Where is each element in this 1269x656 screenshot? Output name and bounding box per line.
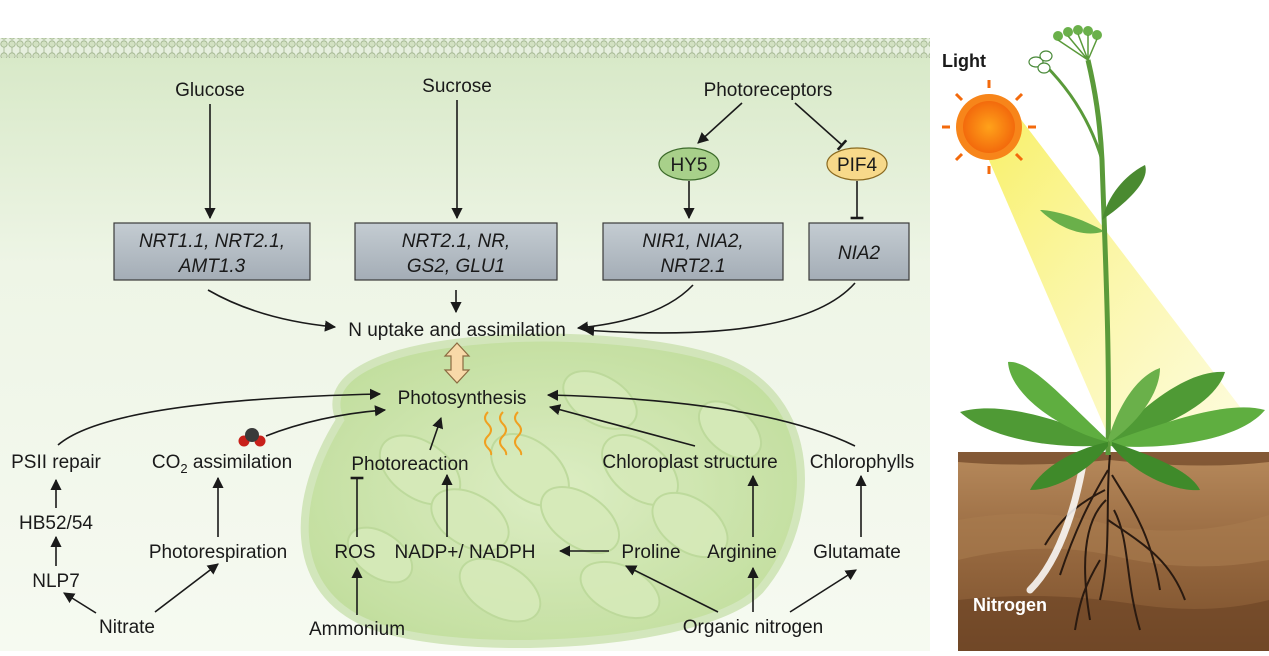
gene-box-hy5: NIR1, NIA2, NRT2.1 bbox=[602, 222, 784, 281]
gene-box-sucrose-line1: NRT2.1, NR, bbox=[402, 231, 510, 252]
pif4-node bbox=[826, 147, 888, 181]
roots bbox=[1044, 454, 1186, 631]
glutamate-label: Glutamate bbox=[813, 542, 901, 563]
gene-box-pif4-line1: NIA2 bbox=[838, 243, 881, 264]
psii-repair-label: PSII repair bbox=[11, 452, 101, 473]
rosette-leaves bbox=[960, 361, 1265, 491]
nitrogen-label: Nitrogen bbox=[973, 595, 1047, 615]
photoreceptors-label: Photoreceptors bbox=[704, 80, 833, 101]
bidirectional-arrow bbox=[443, 342, 471, 384]
light-label: Light bbox=[942, 51, 986, 71]
arrow-nitrate-nlp7 bbox=[63, 592, 97, 614]
pif4-label: PIF4 bbox=[837, 155, 878, 176]
gene-box-sucrose: NRT2.1, NR, GS2, GLU1 bbox=[354, 222, 558, 281]
hb52-54-label: HB52/54 bbox=[19, 513, 93, 534]
arrow-organic-proline bbox=[624, 565, 719, 613]
hy5-node bbox=[658, 147, 720, 181]
organic-nitrogen-label: Organic nitrogen bbox=[683, 617, 823, 638]
co2-molecule-icon bbox=[238, 428, 266, 447]
arrow-box4-nuptake bbox=[582, 282, 856, 337]
co2-assimilation-label: CO2 assimilation bbox=[152, 452, 292, 476]
arrow-photoreceptors-hy5 bbox=[697, 102, 743, 144]
arrow-nitrate-photorespiration bbox=[154, 563, 219, 613]
co2-prefix: CO bbox=[152, 452, 181, 473]
gene-box-glucose-line2: AMT1.3 bbox=[178, 256, 246, 277]
arginine-label: Arginine bbox=[707, 542, 777, 563]
sun-icon bbox=[942, 80, 1036, 174]
plant-stem bbox=[1085, 59, 1111, 456]
chlorophylls-label: Chlorophylls bbox=[810, 452, 915, 473]
flower bbox=[1028, 50, 1053, 74]
gene-box-glucose: NRT1.1, NRT2.1, AMT1.3 bbox=[113, 222, 311, 281]
gene-box-sucrose-line2: GS2, GLU1 bbox=[407, 256, 505, 277]
gene-box-hy5-line2: NRT2.1 bbox=[660, 256, 725, 277]
flower-buds bbox=[1053, 25, 1102, 41]
co2-suffix: assimilation bbox=[188, 452, 293, 473]
gene-box-glucose-line1: NRT1.1, NRT2.1, bbox=[139, 231, 285, 252]
gene-box-pif4: NIA2 bbox=[808, 222, 910, 281]
nitrate-label: Nitrate bbox=[99, 617, 155, 638]
arrows bbox=[50, 100, 867, 615]
ros-label: ROS bbox=[334, 542, 375, 563]
arrow-organic-glutamate bbox=[789, 569, 857, 613]
proline-label: Proline bbox=[621, 542, 680, 563]
arrow-psii-photosynthesis bbox=[57, 388, 382, 446]
inhibit-photoreceptors-pif4 bbox=[794, 102, 848, 151]
arrow-co2-photosynthesis bbox=[265, 405, 387, 437]
arrow-box3-nuptake bbox=[576, 284, 694, 333]
nadp-label: NADP+/ NADPH bbox=[395, 542, 536, 563]
chloroplast-structure-label: Chloroplast structure bbox=[602, 452, 777, 473]
cell-membrane bbox=[0, 38, 930, 58]
nlp7-label: NLP7 bbox=[32, 571, 80, 592]
arrow-photoreaction-photosynthesis bbox=[429, 416, 444, 451]
light-beam bbox=[975, 105, 1250, 440]
ammonium-label: Ammonium bbox=[309, 619, 405, 640]
arrow-chlorophylls-photosynthesis bbox=[546, 389, 856, 447]
photoreaction-label: Photoreaction bbox=[351, 454, 468, 475]
arrow-chlorostructure-photosynthesis bbox=[548, 404, 696, 447]
co2-subscript: 2 bbox=[180, 461, 187, 476]
glucose-label: Glucose bbox=[175, 80, 245, 101]
chloroplast bbox=[300, 333, 805, 648]
gene-box-hy5-line1: NIR1, NIA2, bbox=[642, 231, 743, 252]
hy5-label: HY5 bbox=[671, 155, 708, 176]
photorespiration-label: Photorespiration bbox=[149, 542, 287, 563]
light-wave-icon bbox=[484, 411, 523, 456]
photosynthesis-label: Photosynthesis bbox=[398, 388, 527, 409]
plant-illustration: Light Nitrogen bbox=[942, 25, 1269, 651]
sucrose-label: Sucrose bbox=[422, 76, 492, 97]
n-uptake-label: N uptake and assimilation bbox=[348, 320, 566, 341]
arrow-box1-nuptake bbox=[207, 289, 337, 332]
